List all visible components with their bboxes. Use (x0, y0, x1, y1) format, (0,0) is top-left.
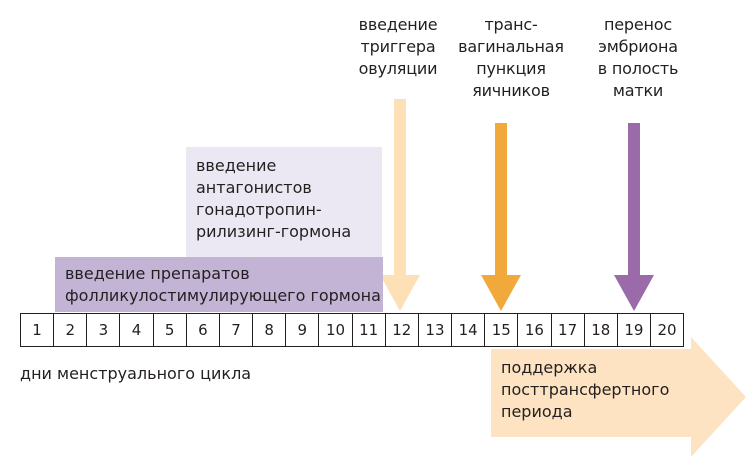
day-cell: 13 (417, 313, 453, 347)
label-puncture: транс- вагинальная пункция яичников (458, 15, 564, 100)
label-transfer: перенос эмбриона в полость матки (597, 15, 679, 100)
day-cell: 2 (53, 313, 88, 347)
day-cell: 20 (649, 313, 685, 347)
day-cell: 5 (152, 313, 187, 347)
transfer-arrow-shaft (628, 123, 640, 279)
support-period-label: поддержка посттрансфертного периода (501, 358, 670, 421)
day-cell: 3 (86, 313, 121, 347)
antagonist-box: введение антагонистов гонадотропин- рили… (186, 147, 382, 257)
day-cell: 4 (119, 313, 154, 347)
trigger-arrow-shaft (394, 99, 406, 279)
transfer-arrow (614, 123, 654, 311)
puncture-arrow-shaft (495, 123, 507, 279)
puncture-arrow-head (481, 275, 521, 311)
day-cell: 9 (285, 313, 320, 347)
day-cell: 16 (517, 313, 552, 347)
trigger-arrow (380, 99, 420, 311)
fsh-box: введение препаратов фолликулостимулирующ… (55, 257, 383, 312)
trigger-arrow-head (380, 275, 420, 311)
day-timeline: 1 2 3 4 5 6 7 8 9 10 11 12 13 14 15 16 1… (20, 313, 685, 347)
support-period-arrow: поддержка посттрансфертного периода (491, 337, 746, 457)
day-cell: 14 (451, 313, 486, 347)
day-cell: 19 (616, 313, 651, 347)
support-arrow-shape (491, 337, 746, 457)
day-cell: 11 (351, 313, 386, 347)
day-cell: 8 (252, 313, 287, 347)
label-trigger: введение триггера овуляции (358, 15, 438, 78)
day-cell: 12 (384, 313, 419, 347)
day-cell: 10 (318, 313, 353, 347)
day-cell: 1 (20, 313, 55, 347)
day-cell: 7 (218, 313, 254, 347)
transfer-arrow-head (614, 275, 654, 311)
timeline-caption: дни менструального цикла (20, 364, 252, 383)
puncture-arrow (481, 123, 521, 311)
day-cell: 15 (484, 313, 519, 347)
day-cell: 6 (185, 313, 220, 347)
